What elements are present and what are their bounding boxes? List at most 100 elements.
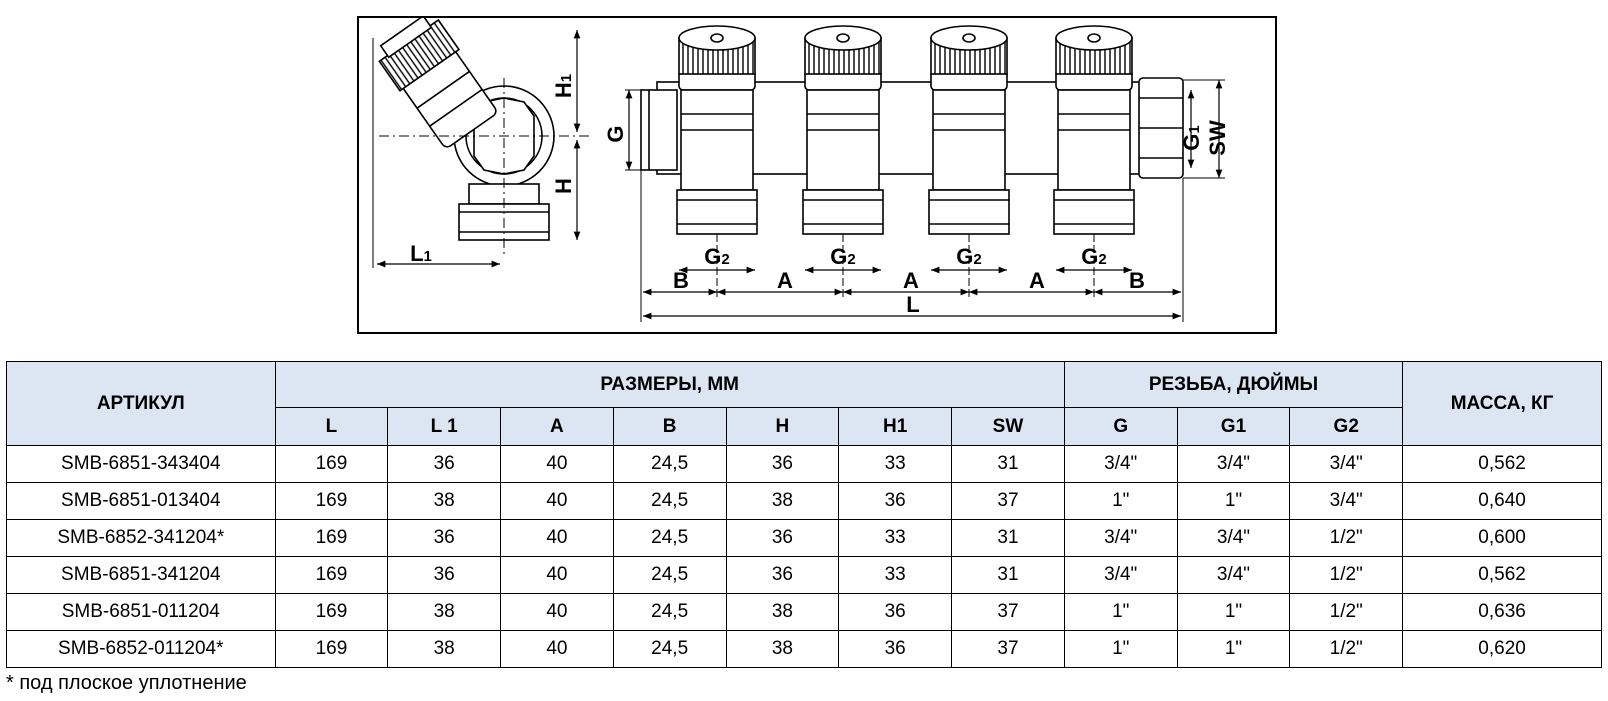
table-cell: 3/4" (1176, 556, 1291, 594)
table-cell: 36 (387, 519, 502, 557)
table-cell: 40 (500, 593, 614, 631)
column-header: G (1063, 407, 1178, 446)
label-a-1: A (777, 268, 793, 293)
table-cell: 38 (387, 593, 502, 631)
label-g2-4: G2 (1081, 244, 1106, 269)
header-thread: РЕЗЬБА, ДЮЙМЫ (1063, 361, 1404, 408)
technical-drawing: H1 H L1 (357, 16, 1277, 334)
column-header: B (612, 407, 727, 446)
table-cell: 37 (951, 630, 1065, 668)
table-cell: 36 (725, 556, 840, 594)
header-dimensions: РАЗМЕРЫ, ММ (274, 361, 1065, 408)
table-cell: 37 (951, 482, 1065, 520)
table-cell: 24,5 (612, 445, 727, 483)
header-mass: МАССА, КГ (1402, 361, 1602, 446)
table-cell: 36 (838, 630, 953, 668)
label-g2-2: G2 (830, 244, 855, 269)
column-header: H (725, 407, 840, 446)
table-cell: 24,5 (612, 593, 727, 631)
table-cell: 0,562 (1402, 445, 1602, 483)
table-cell: 1/2" (1289, 556, 1404, 594)
article-cell: SMB-6851-341204 (6, 556, 276, 594)
table-cell: 1" (1176, 482, 1291, 520)
table-cell: 24,5 (612, 630, 727, 668)
valve-4 (1053, 25, 1135, 235)
table-cell: 1" (1176, 593, 1291, 631)
table-cell: 36 (387, 556, 502, 594)
table-cell: 31 (951, 445, 1065, 483)
table-cell: 38 (725, 593, 840, 631)
column-header: L 1 (387, 407, 502, 446)
table-cell: 1" (1063, 593, 1178, 631)
table-cell: 36 (725, 445, 840, 483)
table-cell: 169 (274, 593, 389, 631)
column-header: SW (951, 407, 1065, 446)
table-cell: 40 (500, 445, 614, 483)
table-cell: 1" (1063, 482, 1178, 520)
column-header: A (500, 407, 614, 446)
label-g2-3: G2 (956, 244, 981, 269)
table-cell: 24,5 (612, 556, 727, 594)
column-header: L (274, 407, 389, 446)
table-cell: 40 (500, 556, 614, 594)
label-b-left: B (673, 268, 689, 293)
header-article: АРТИКУЛ (6, 361, 276, 446)
table-cell: 0,562 (1402, 556, 1602, 594)
table-cell: 36 (838, 482, 953, 520)
table-cell: 3/4" (1176, 445, 1291, 483)
table-cell: 36 (387, 445, 502, 483)
table-cell: 1" (1063, 630, 1178, 668)
label-g: G (603, 125, 628, 142)
article-cell: SMB-6851-013404 (6, 482, 276, 520)
label-l: L (906, 292, 919, 317)
table-cell: 0,640 (1402, 482, 1602, 520)
table-cell: 1/2" (1289, 630, 1404, 668)
table-cell: 3/4" (1176, 519, 1291, 557)
label-a-2: A (903, 268, 919, 293)
table-cell: 3/4" (1289, 445, 1404, 483)
table-cell: 38 (387, 482, 502, 520)
table-cell: 169 (274, 519, 389, 557)
table-cell: 31 (951, 556, 1065, 594)
table-header: АРТИКУЛ РАЗМЕРЫ, ММ РЕЗЬБА, ДЮЙМЫ МАССА,… (6, 361, 1602, 446)
footnote: * под плоское уплотнение (6, 672, 247, 694)
table-cell: 3/4" (1063, 519, 1178, 557)
table-cell: 36 (725, 519, 840, 557)
article-cell: SMB-6852-011204* (6, 630, 276, 668)
table-cell: 3/4" (1289, 482, 1404, 520)
table-cell: 169 (274, 482, 389, 520)
table-cell: 24,5 (612, 482, 727, 520)
label-b-right: B (1129, 268, 1145, 293)
column-header: H1 (838, 407, 953, 446)
table-cell: 3/4" (1063, 556, 1178, 594)
valve-1 (676, 25, 758, 235)
label-a-3: A (1029, 268, 1045, 293)
valve-2 (802, 25, 884, 235)
table-cell: 169 (274, 630, 389, 668)
label-sw: SW (1205, 120, 1230, 156)
table-cell: 38 (387, 630, 502, 668)
table-cell: 1" (1176, 630, 1291, 668)
table-cell: 31 (951, 519, 1065, 557)
table-cell: 1/2" (1289, 519, 1404, 557)
label-l1: L1 (410, 241, 432, 266)
column-header: G1 (1176, 407, 1291, 446)
table-cell: 40 (500, 482, 614, 520)
article-cell: SMB-6851-343404 (6, 445, 276, 483)
column-header: G2 (1289, 407, 1404, 446)
label-g2-1: G2 (704, 244, 729, 269)
front-dimension-lines (625, 79, 1225, 322)
table-cell: 38 (725, 482, 840, 520)
article-cell: SMB-6851-011204 (6, 593, 276, 631)
valve-3 (928, 25, 1010, 235)
table-cell: 3/4" (1063, 445, 1178, 483)
table-cell: 37 (951, 593, 1065, 631)
specs-table: АРТИКУЛ РАЗМЕРЫ, ММ РЕЗЬБА, ДЮЙМЫ МАССА,… (6, 361, 1602, 668)
